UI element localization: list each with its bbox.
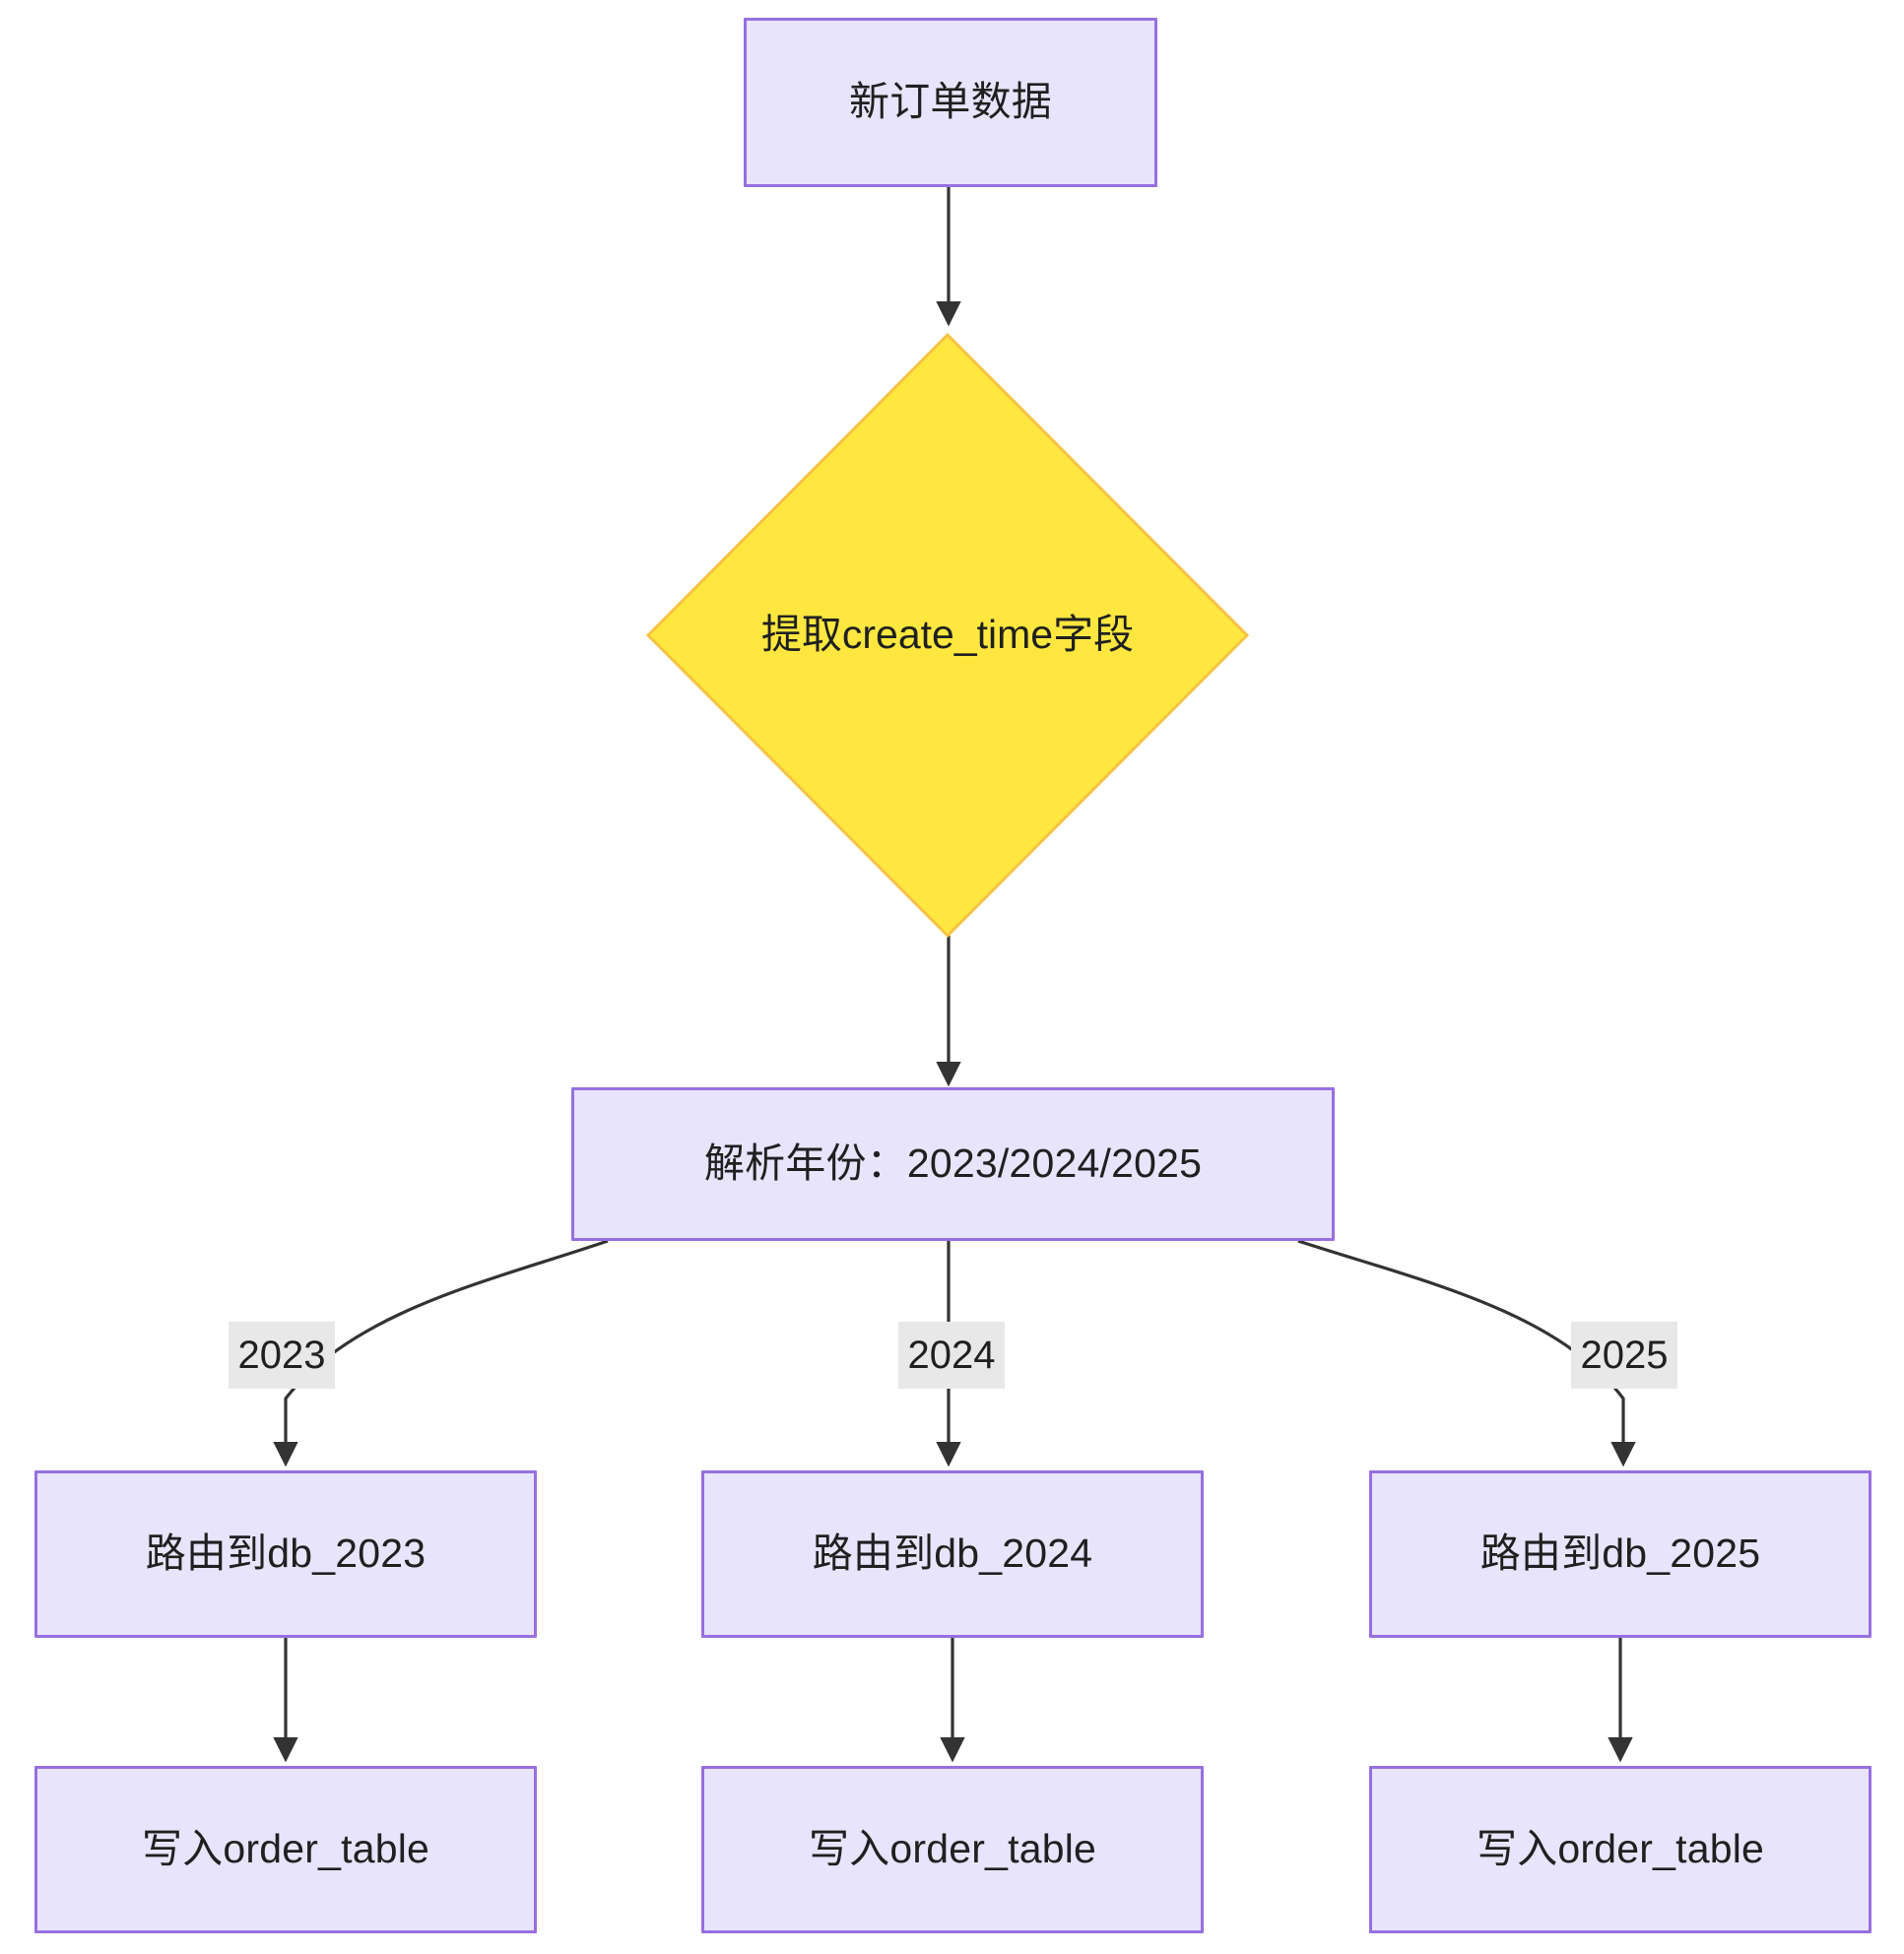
node-label: 路由到db_2023 (145, 1531, 427, 1577)
node-label: 路由到db_2025 (1479, 1531, 1761, 1577)
node-write-order-table-2023[interactable]: 写入order_table (34, 1766, 537, 1933)
node-write-order-table-2025[interactable]: 写入order_table (1369, 1766, 1871, 1933)
node-write-order-table-2024[interactable]: 写入order_table (701, 1766, 1204, 1933)
node-extract-create-time[interactable]: 提取create_time字段 (645, 332, 1250, 939)
node-route-db-2024[interactable]: 路由到db_2024 (701, 1470, 1204, 1638)
node-new-order-data[interactable]: 新订单数据 (744, 18, 1157, 187)
node-label: 新订单数据 (849, 79, 1052, 125)
diamond-shape (645, 332, 1250, 939)
node-label: 路由到db_2024 (812, 1531, 1093, 1577)
node-route-db-2023[interactable]: 路由到db_2023 (34, 1470, 537, 1638)
edge-label-2023: 2023 (229, 1322, 335, 1389)
node-label: 写入order_table (808, 1826, 1097, 1872)
node-label: 解析年份：2023/2024/2025 (703, 1140, 1203, 1187)
edge-label-2025: 2025 (1571, 1322, 1677, 1389)
node-parse-year[interactable]: 解析年份：2023/2024/2025 (571, 1087, 1335, 1241)
node-label: 写入order_table (141, 1826, 430, 1872)
node-route-db-2025[interactable]: 路由到db_2025 (1369, 1470, 1871, 1638)
node-label: 写入order_table (1476, 1826, 1765, 1872)
edge-label-2024: 2024 (898, 1322, 1005, 1389)
node-label: 提取create_time字段 (760, 612, 1135, 658)
